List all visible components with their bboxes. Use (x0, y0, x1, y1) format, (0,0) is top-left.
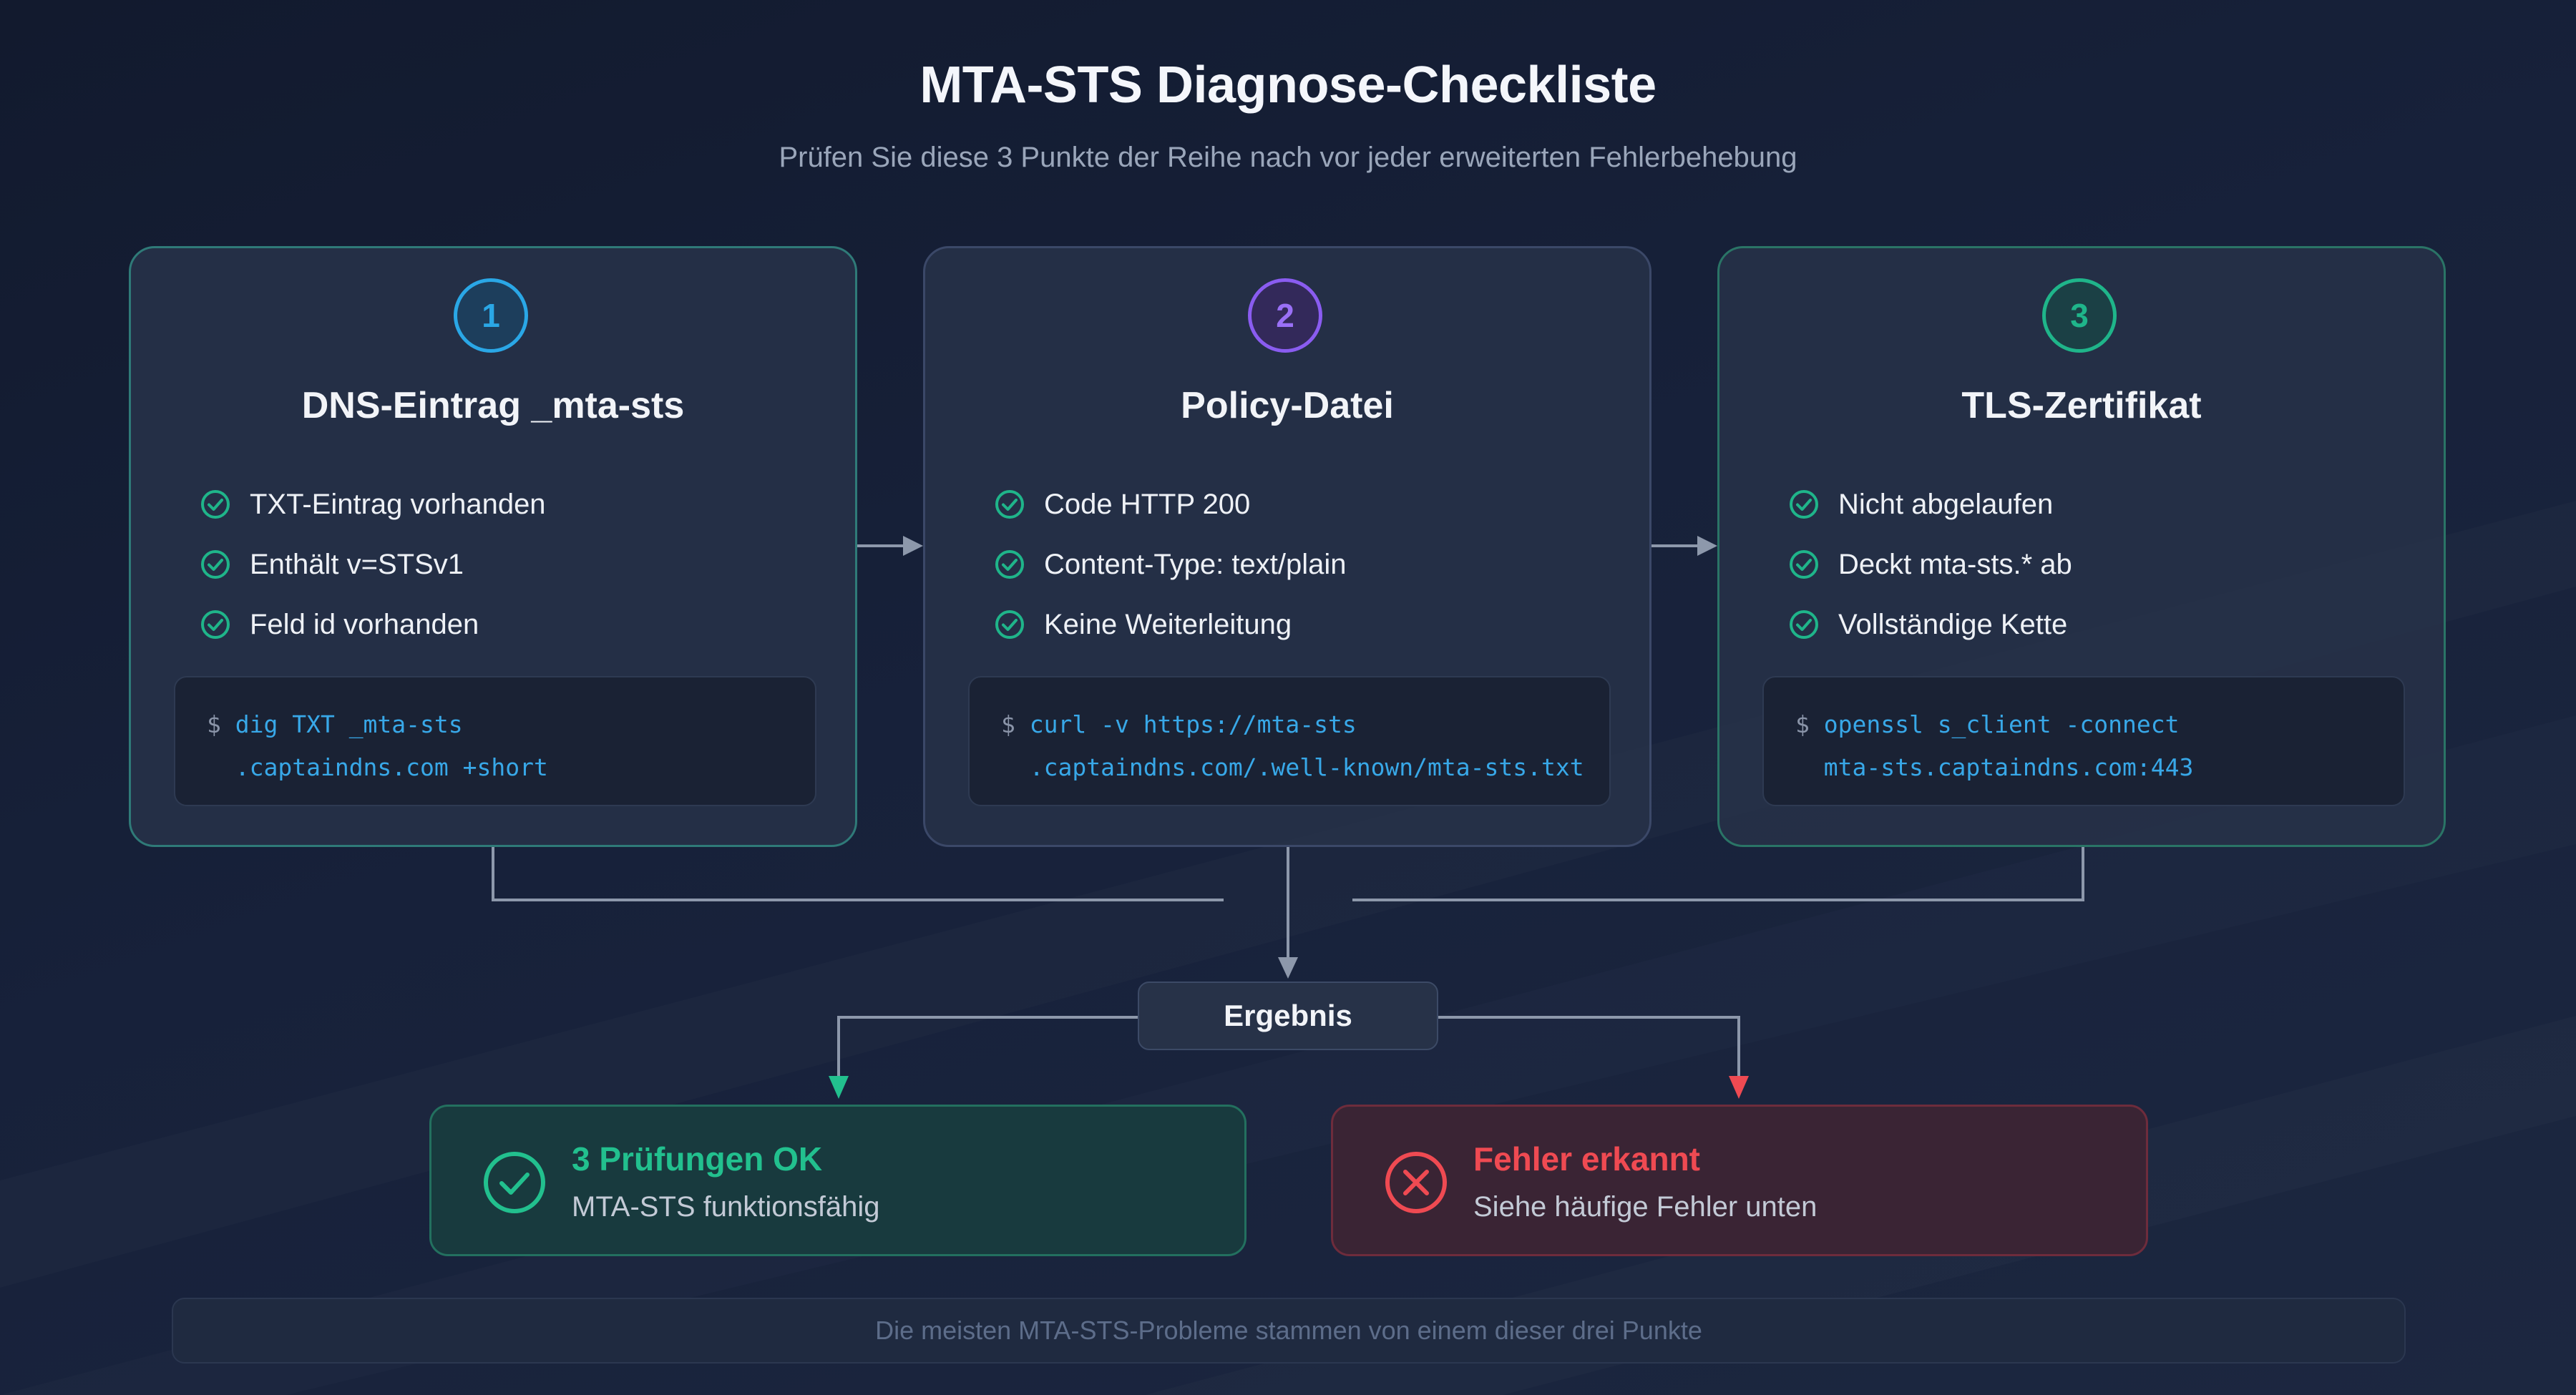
outcome-failure-box: Fehler erkannt Siehe häufige Fehler unte… (1331, 1105, 2148, 1256)
diagram-title: MTA-STS Diagnose-Checkliste (919, 57, 1657, 114)
arrowhead-step2 (903, 536, 923, 556)
command-block: $ openssl s_client -connect mta-sts.capt… (1762, 676, 2405, 806)
check-item: TXT-Eintrag vorhanden (200, 474, 546, 534)
command-block: $ dig TXT _mta-sts .captaindns.com +shor… (174, 676, 816, 806)
arrowhead-failure (1729, 1076, 1749, 1099)
command-line-2: .captaindns.com +short (235, 753, 548, 781)
step-title: Policy-Datei (1181, 385, 1394, 426)
result-merge-node: Ergebnis (1138, 982, 1438, 1050)
command-line-1: curl -v https://mta-sts (1029, 710, 1357, 738)
command-block: $ curl -v https://mta-sts .captaindns.co… (968, 676, 1611, 806)
check-circle-icon (201, 490, 230, 519)
check-circle-icon (484, 1152, 545, 1213)
diagram-subtitle: Prüfen Sie diese 3 Punkte der Reihe nach… (779, 142, 1797, 173)
step-title: DNS-Eintrag _mta-sts (301, 385, 685, 426)
command-prompt: $ (1001, 710, 1015, 738)
arrowhead-step3 (1697, 536, 1717, 556)
step-number-badge: 2 (1248, 278, 1322, 353)
check-label: TXT-Eintrag vorhanden (250, 488, 546, 520)
outcome-subtitle: Siehe häufige Fehler unten (1473, 1191, 1818, 1223)
check-list: Nicht abgelaufen Deckt mta-sts.* ab Voll… (1788, 474, 2072, 655)
check-item: Keine Weiterleitung (994, 594, 1346, 655)
check-item: Enthält v=STSv1 (200, 534, 546, 594)
check-item: Vollständige Kette (1788, 594, 2072, 655)
check-circle-icon (995, 610, 1024, 639)
command-prompt: $ (207, 710, 221, 738)
check-item: Deckt mta-sts.* ab (1788, 534, 2072, 594)
command-line-1: dig TXT _mta-sts (235, 710, 463, 738)
connector-step1-down (492, 847, 1224, 901)
check-label: Content-Type: text/plain (1044, 548, 1347, 580)
outcome-title: Fehler erkannt (1473, 1140, 1700, 1178)
check-item: Code HTTP 200 (994, 474, 1346, 534)
check-circle-icon (1790, 610, 1818, 639)
connector-ergebnis-to-success (837, 1016, 1138, 1077)
footer-note: Die meisten MTA-STS-Probleme stammen von… (172, 1298, 2406, 1364)
check-circle-icon (995, 490, 1024, 519)
x-circle-icon (1385, 1152, 1447, 1213)
step-number-badge: 1 (454, 278, 528, 353)
check-label: Keine Weiterleitung (1044, 608, 1292, 640)
check-label: Feld id vorhanden (250, 608, 479, 640)
command-line-2: mta-sts.captaindns.com:443 (1823, 753, 2194, 781)
check-label: Nicht abgelaufen (1838, 488, 2054, 520)
command-line-2: .captaindns.com/.well-known/mta-sts.txt (1029, 753, 1584, 781)
check-list: Code HTTP 200 Content-Type: text/plain K… (994, 474, 1346, 655)
arrowhead-success (829, 1076, 849, 1099)
check-list: TXT-Eintrag vorhanden Enthält v=STSv1 Fe… (200, 474, 546, 655)
command-line-1: openssl s_client -connect (1823, 710, 2180, 738)
outcome-success-box: 3 Prüfungen OK MTA-STS funktionsfähig (429, 1105, 1246, 1256)
step-number-badge: 3 (2042, 278, 2117, 353)
check-item: Feld id vorhanden (200, 594, 546, 655)
check-label: Deckt mta-sts.* ab (1838, 548, 2072, 580)
check-circle-icon (1790, 550, 1818, 579)
check-circle-icon (1790, 490, 1818, 519)
check-circle-icon (201, 610, 230, 639)
step-card-tls: 3 TLS-Zertifikat Nicht abgelaufen Deckt … (1717, 246, 2446, 847)
connector-step3-down (1352, 847, 2084, 901)
step-title: TLS-Zertifikat (1961, 385, 2202, 426)
check-label: Code HTTP 200 (1044, 488, 1251, 520)
command-prompt: $ (1795, 710, 1810, 738)
connector-ergebnis-to-failure (1438, 1016, 1740, 1077)
step-card-policy: 2 Policy-Datei Code HTTP 200 Content-Typ… (923, 246, 1652, 847)
check-label: Enthält v=STSv1 (250, 548, 464, 580)
arrowhead-ergebnis (1278, 957, 1298, 979)
outcome-subtitle: MTA-STS funktionsfähig (572, 1191, 880, 1223)
check-circle-icon (995, 550, 1024, 579)
check-item: Nicht abgelaufen (1788, 474, 2072, 534)
step-card-dns: 1 DNS-Eintrag _mta-sts TXT-Eintrag vorha… (129, 246, 857, 847)
check-label: Vollständige Kette (1838, 608, 2068, 640)
outcome-title: 3 Prüfungen OK (572, 1140, 823, 1178)
check-circle-icon (201, 550, 230, 579)
check-item: Content-Type: text/plain (994, 534, 1346, 594)
